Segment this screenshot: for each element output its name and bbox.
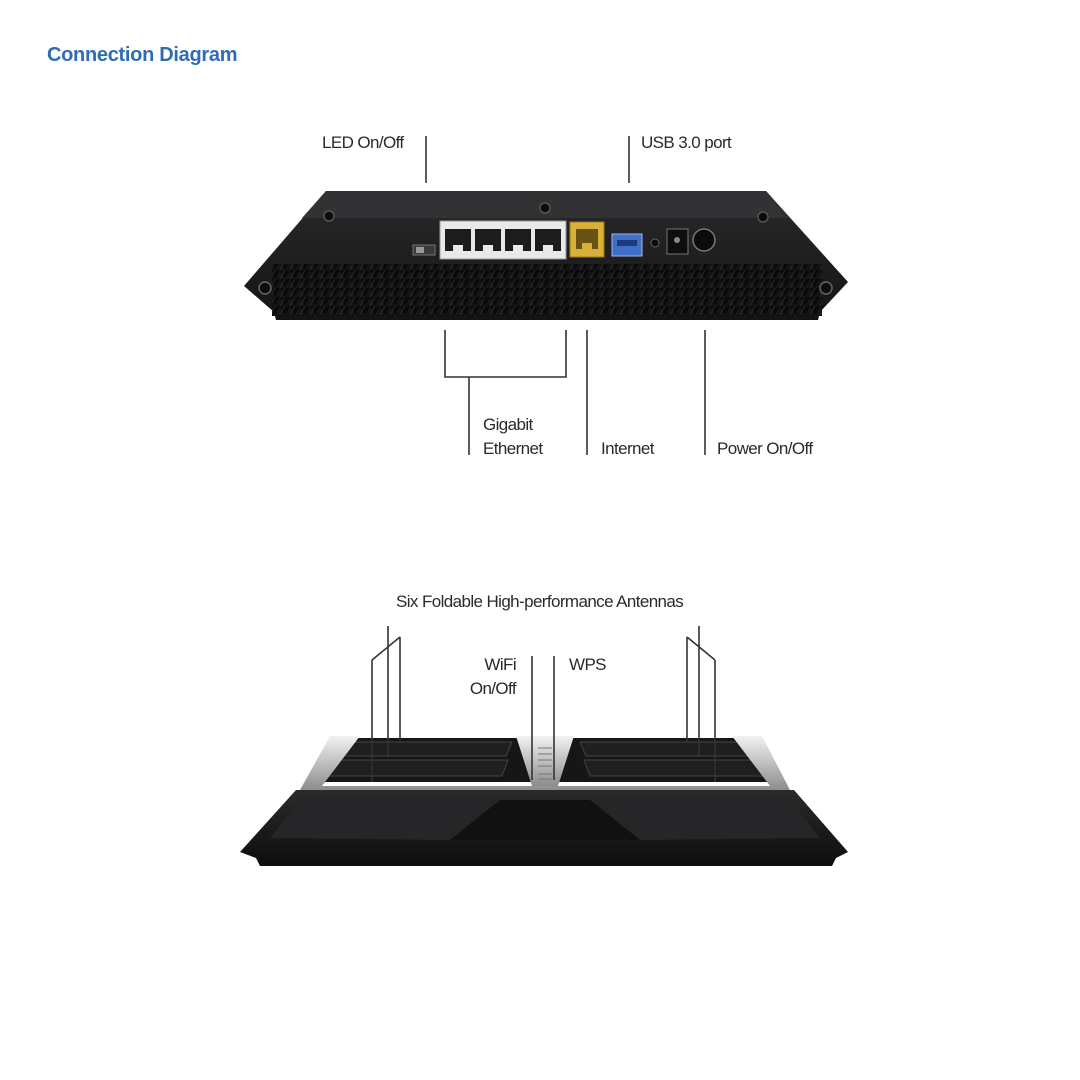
label-gigabit-line2: Ethernet <box>483 437 542 461</box>
antenna <box>584 760 766 776</box>
router-rear-view <box>244 191 848 320</box>
label-wifi-line2: On/Off <box>458 677 516 701</box>
antenna <box>580 742 756 756</box>
screw <box>259 282 271 294</box>
screw <box>540 203 550 213</box>
label-wifi-on-off: WiFi On/Off <box>458 653 516 701</box>
leader-gigabit-bracket <box>445 330 566 377</box>
antenna <box>326 760 508 776</box>
label-gigabit-ethernet: Gigabit Ethernet <box>483 413 542 461</box>
screw <box>324 211 334 221</box>
leader-antenna-join <box>687 637 715 660</box>
label-antennas: Six Foldable High-performance Antennas <box>396 590 683 614</box>
label-wifi-line1: WiFi <box>458 653 516 677</box>
power-button <box>693 229 715 251</box>
label-power-on-off: Power On/Off <box>717 437 812 461</box>
screw <box>820 282 832 294</box>
label-usb-port: USB 3.0 port <box>641 131 731 155</box>
antenna <box>334 742 512 756</box>
router-front-view <box>240 736 848 866</box>
reset-button <box>651 239 659 247</box>
rear-vent-grille <box>272 264 822 316</box>
label-gigabit-line1: Gigabit <box>483 413 542 437</box>
label-wps: WPS <box>569 653 606 677</box>
screw <box>758 212 768 222</box>
leader-antenna-join <box>372 637 400 660</box>
label-internet: Internet <box>601 437 654 461</box>
label-led-on-off: LED On/Off <box>322 131 404 155</box>
